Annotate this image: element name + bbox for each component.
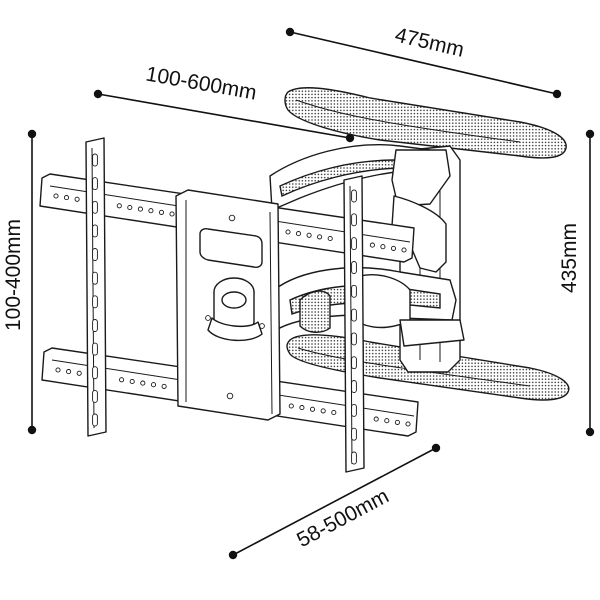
rail-hole [116, 203, 122, 209]
top-arm [284, 87, 567, 159]
rail-hole [148, 208, 154, 214]
rail-hole [119, 377, 125, 383]
rail-hole [127, 204, 133, 211]
right-vertical-arm [343, 175, 365, 473]
dimension-vertical-spacing: 100-400mm [2, 129, 37, 435]
height-bottom-dot [585, 427, 595, 437]
rail-hole [380, 244, 386, 250]
height-top-dot [585, 129, 595, 139]
rail-hole [76, 370, 82, 376]
arm-slot [351, 284, 357, 298]
arm-slot [351, 308, 357, 322]
arm-slot [92, 319, 98, 332]
arm-slot [92, 271, 98, 285]
arm-slot [92, 366, 98, 380]
arm-slot [92, 295, 98, 309]
rail-holes [53, 193, 411, 427]
vertical-spacing-top-dot [27, 129, 37, 139]
dimension-extension: 58-500mm [228, 443, 441, 560]
swing-arm-assembly [269, 87, 570, 401]
arm-slots [92, 153, 357, 465]
arm-slot [351, 261, 357, 274]
rail-hole [401, 247, 407, 253]
arm-slot [351, 332, 357, 346]
dimension-arm-width: 475mm [285, 24, 562, 99]
rail-hole [405, 421, 411, 427]
arm-slot [351, 427, 357, 441]
rail-hole [317, 234, 323, 240]
rail-hole [309, 406, 316, 412]
arm-width-end-dot [552, 89, 562, 99]
rail-hole [288, 403, 294, 409]
arm-slot [92, 200, 98, 214]
height-label: 435mm [558, 223, 581, 293]
rail-hole [158, 209, 165, 215]
rail-hole [55, 367, 61, 373]
arm-slot [351, 356, 357, 370]
rail-hole [169, 211, 175, 217]
extension-end-dot [431, 443, 441, 453]
arm-slot [351, 380, 357, 393]
rail-hole [320, 408, 326, 414]
extension-start-dot [228, 550, 238, 560]
rail-hole [285, 229, 291, 235]
rail-hole [394, 419, 400, 425]
rail-hole [137, 206, 143, 212]
horizontal-spacing-start-dot [93, 89, 103, 99]
rail-hole [66, 369, 72, 375]
arm-width-start-dot [285, 27, 295, 37]
rail-hole [384, 418, 390, 424]
rail-hole [373, 416, 379, 422]
rail-hole [306, 232, 312, 238]
rail-hole [390, 245, 397, 251]
vertical-arms [85, 137, 365, 473]
arm-slot [351, 451, 357, 465]
left-vertical-arm [85, 137, 107, 437]
arm-slot [92, 224, 98, 238]
vertical-spacing-bottom-dot [27, 425, 37, 435]
extension-label: 58-500mm [293, 485, 392, 552]
horizontal-spacing-label: 100-600mm [144, 63, 258, 105]
center-bracket [175, 189, 281, 421]
dimension-height: 435mm [558, 129, 595, 437]
bracket-window [199, 228, 263, 268]
rail-hole [150, 382, 157, 388]
arm-slot [92, 153, 98, 167]
horizontal-spacing-end-dot [345, 133, 355, 143]
arm-slot [92, 342, 98, 356]
safety-lock [207, 317, 263, 341]
rail-hole [327, 235, 333, 242]
arm-width-label: 475mm [393, 24, 466, 62]
rail-hole [331, 409, 337, 416]
rail-hole [299, 405, 305, 411]
rail-hole [63, 195, 70, 201]
rail-hole [295, 231, 302, 237]
rail-hole [74, 196, 80, 202]
arm-slot [351, 237, 357, 251]
rail-hole [53, 193, 59, 199]
rail-hole [140, 380, 146, 386]
arm-slot [92, 389, 98, 403]
arm-slot [92, 177, 98, 191]
arm-slot [92, 413, 98, 427]
rail-hole [129, 378, 135, 385]
arm-slot [351, 213, 357, 227]
arm-slot [92, 248, 98, 261]
arm-slot [351, 403, 357, 417]
arm-slot [351, 189, 357, 203]
rail-hole [161, 383, 167, 389]
vertical-spacing-label: 100-400mm [2, 219, 25, 331]
rail-hole [369, 242, 375, 248]
